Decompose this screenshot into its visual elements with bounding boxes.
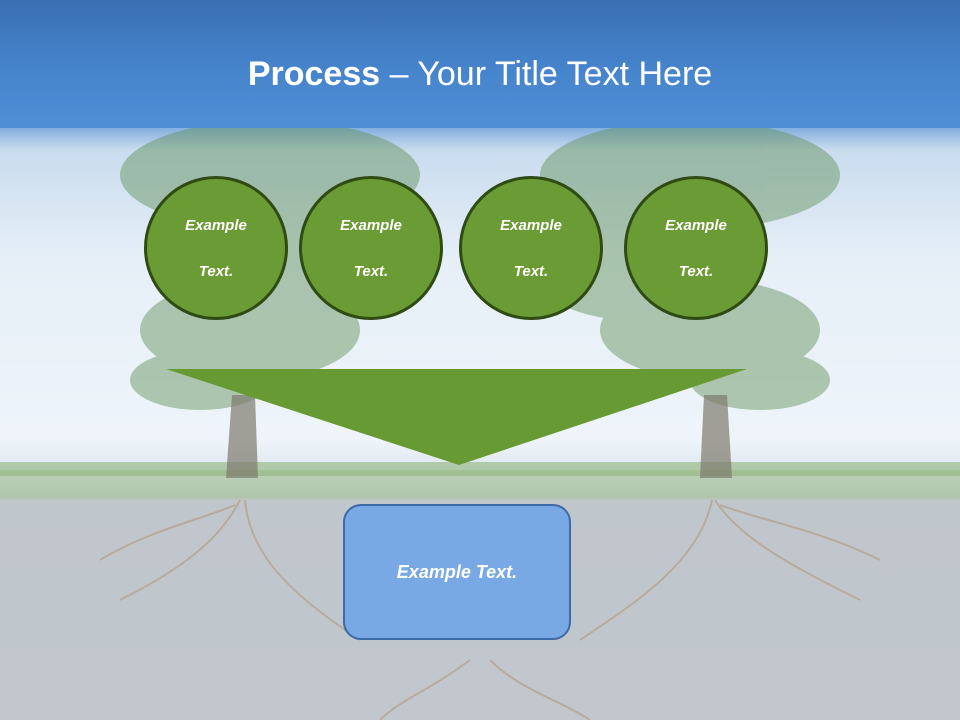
circle-label-line1: Example [665,216,727,234]
result-box[interactable]: Example Text. [343,504,571,640]
circle-label-line1: Example [500,216,562,234]
title-bar [0,0,960,128]
circle-label-line2: Text. [513,262,549,280]
circle-label-line2: Text. [353,262,389,280]
title-rest: – Your Title Text Here [380,55,713,93]
circle-label-line2: Text. [678,262,714,280]
circle-label-line1: Example [185,216,247,234]
slide-title: Process – Your Title Text Here [0,52,960,96]
result-label: Example Text. [396,561,518,582]
circle-label-line2: Text. [198,262,234,280]
title-bold: Process [247,55,381,93]
circle-label-line1: Example [340,216,402,234]
